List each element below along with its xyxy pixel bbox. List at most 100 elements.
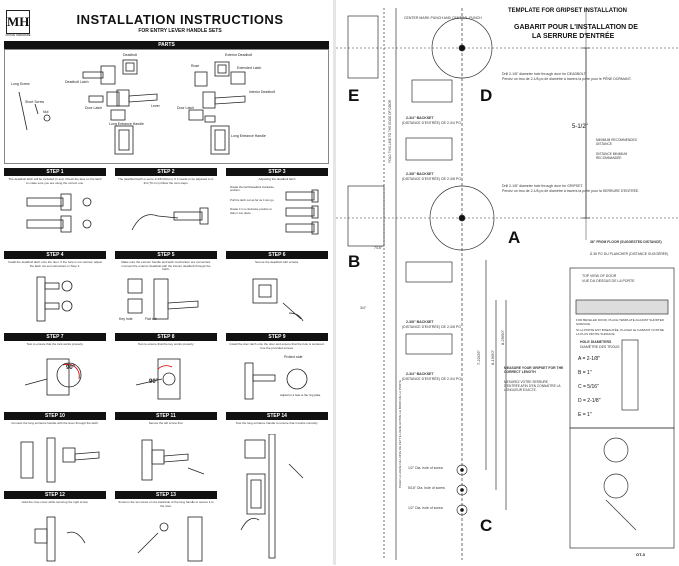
label-exterior-deadbolt: Exterior Deadbolt <box>225 53 253 57</box>
step-card: STEP 5 Make sure the exterior handle and… <box>115 251 217 326</box>
step-illustration <box>131 207 209 231</box>
step-illustration <box>137 516 203 562</box>
step-illustration <box>26 193 92 233</box>
step-title: STEP 1 <box>4 168 106 176</box>
label-short-screw: Short Screw <box>25 100 45 104</box>
step8-angle: 90° <box>149 379 159 385</box>
fold-line-text-fr: PLIER LA LIGNE DE LONG DE CETTE LIGNE EN… <box>398 380 402 489</box>
backset-label: 2-3/4" BACKSET <box>406 372 434 376</box>
center-note: CENTER MARK PUNCH AND CENTRAL PUNCH <box>404 16 482 20</box>
step-text: Adjusting the deadbolt latch <box>258 177 296 181</box>
step-text: Secure the deadbolt with screws. <box>254 260 300 264</box>
step-text: The deadbolt latch will be included (1 s… <box>8 177 102 185</box>
step-illustration <box>135 358 181 400</box>
label-lever: Lever <box>151 104 160 108</box>
letter-e: E <box>348 86 360 105</box>
step-text: Screw in the set screw on the backside o… <box>118 500 214 508</box>
step-illustration <box>244 362 308 400</box>
step-illustration <box>36 276 73 322</box>
step-illustration <box>34 516 86 562</box>
dimension-8-29: 8-29/50" <box>500 330 505 345</box>
step-title: STEP 2 <box>115 168 217 176</box>
step-title: STEP 14 <box>226 412 328 420</box>
step-title: STEP 10 <box>4 412 106 420</box>
step-text: Connect the long entrance handle with th… <box>11 421 99 425</box>
floor-distance-fr: À 36 PO DU PLANCHER (DISTANCE SUGGÉRÉE) <box>590 252 669 256</box>
step-card: STEP 6 Secure the deadbolt with screws. <box>226 251 328 326</box>
backset-label: 2-3/8" BACKSET <box>406 320 434 324</box>
brand-name: MOTIVE HARDWARE <box>5 34 31 37</box>
dimension-5-1-2: 5-1/2" <box>572 124 588 130</box>
parts-illustration <box>18 59 246 155</box>
hole-diameters-fr: DIAMÈTRE DES TROUS <box>580 345 620 349</box>
step-illustration <box>127 278 199 320</box>
step-title: STEP 7 <box>4 333 106 341</box>
hole-size: E = 1" <box>578 412 592 418</box>
step-title: STEP 4 <box>4 251 106 259</box>
label-long-entrance-handle: Long Entrance Handle <box>109 122 144 126</box>
step-illustration <box>252 278 304 322</box>
top-view-fr: VUE DU DESSUS DE LA PORTE <box>582 279 635 283</box>
min-distance-fr: DISTANCE MINIMUM RECOMMANDÉE <box>596 152 628 160</box>
step-card: STEP 9 Install the door latch onto the d… <box>226 333 328 408</box>
step-illustration <box>24 358 82 396</box>
screw-hole-note: 1/2" Dia. hole of screw <box>408 506 443 510</box>
label-door-latch-2: Door Latch <box>177 106 195 110</box>
step-text: Secure the left screw first. <box>148 421 184 425</box>
label-interior-deadbolt: Interior Deadbolt <box>249 90 275 94</box>
screw-hole-note: 5/16" Dia. hole of screw <box>408 486 445 490</box>
top-view: TOP VIEW OF DOOR <box>582 274 617 278</box>
dimension-7-16: 7/16" <box>374 246 383 250</box>
template-title: TEMPLATE FOR GRIPSET INSTALLATION <box>508 8 627 14</box>
step-title: STEP 6 <box>226 251 328 259</box>
step-card: STEP 13 Screw in the set screw on the ba… <box>115 491 217 566</box>
step-card: STEP 3 Adjusting the deadbolt latch Rota… <box>226 168 328 243</box>
measure-note-fr: MESUREZ VOTRE SERRURE D'ENTRÉE AFIN D'EN… <box>504 380 561 392</box>
step-card: STEP 11 Secure the left screw first. <box>115 412 217 487</box>
letter-a: A <box>508 228 521 247</box>
step-card: STEP 12 Hold the rose cover while securi… <box>4 491 106 566</box>
label-rose: Rose <box>191 64 200 68</box>
template-title-fr-1: GABARIT POUR L'INSTALLATION DE <box>514 24 638 31</box>
template-drawing <box>336 8 679 560</box>
step-card: STEP 10 Connect the long entrance handle… <box>4 412 106 487</box>
step-illustration <box>240 434 304 559</box>
step-title: STEP 8 <box>115 333 217 341</box>
step-text: The deadbolt latch is set to 2-3/8 (60mm… <box>118 177 214 185</box>
drill-d-note-fr: Percez un trou de 2-1/8 po de diamètre à… <box>502 77 632 81</box>
hole-size: C = 5/16" <box>578 384 599 390</box>
min-distance: MINIMUM RECOMMENDED DISTANCE <box>596 138 637 146</box>
step-card: STEP 14 Test the long entrance handle to… <box>226 412 328 559</box>
measure-note: MEASURE YOUR GRIPSET FOR THE CORRECT LEN… <box>504 366 564 374</box>
backset-label: 2-3/8" BACKSET <box>406 172 434 176</box>
drill-a-note: Drill 2-1/8" diameter hole through door … <box>502 184 584 188</box>
parts-panel: Long Screw Short Screw Nut Deadbolt Latc… <box>4 49 329 164</box>
step3-note: Pull the latch out as far as it can go. <box>230 197 275 202</box>
step5-label: Flat tab <box>145 317 157 321</box>
label-extended-latch: Extended Latch <box>237 66 262 70</box>
backset-label: 2-3/4" BACKSET <box>406 116 434 120</box>
letter-d: D <box>480 86 493 105</box>
letter-c: C <box>480 516 493 535</box>
page-title: INSTALLATION INSTRUCTIONS <box>76 12 284 27</box>
hole-size: D = 2-1/8" <box>578 398 601 404</box>
dimension-3-4: 3/4" <box>360 306 367 310</box>
floor-distance: 36" FROM FLOOR (SUGGESTED DISTANCE) <box>590 240 662 244</box>
step-title: STEP 9 <box>226 333 328 341</box>
step-text: Test to ensure that the lock works prope… <box>26 342 84 346</box>
step-text: Install the door latch onto the door and… <box>229 342 325 350</box>
step-card: STEP 8 Test to ensure that the key works… <box>115 333 217 408</box>
hole-size-list: A = 2-1/8" B = 1" C = 5/16" D = 2-1/8" E… <box>578 352 600 422</box>
step-card: STEP 2 The deadbolt latch is set to 2-3/… <box>115 168 217 243</box>
step-illustration <box>285 189 319 235</box>
step-text: Test to ensure that the key works proper… <box>137 342 195 346</box>
drilling-template-sheet: TEMPLATE FOR GRIPSET INSTALLATION GABARI… <box>336 0 679 565</box>
beveled-note: FOR BEVELED DOOR, PLACE TEMPLATE AGAINST… <box>576 318 664 326</box>
backset-label-fr: (DISTANCE D'ENTRÉE) DE 2-3/8 PO <box>402 177 461 181</box>
step5-label: Key hole <box>119 317 133 321</box>
step-illustration <box>20 437 100 483</box>
step-title: STEP 12 <box>4 491 106 499</box>
step9-label: Protect side <box>284 355 303 359</box>
template-code: OT-3 <box>636 552 645 557</box>
step-card: STEP 4 Install the deadbolt latch onto t… <box>4 251 106 326</box>
